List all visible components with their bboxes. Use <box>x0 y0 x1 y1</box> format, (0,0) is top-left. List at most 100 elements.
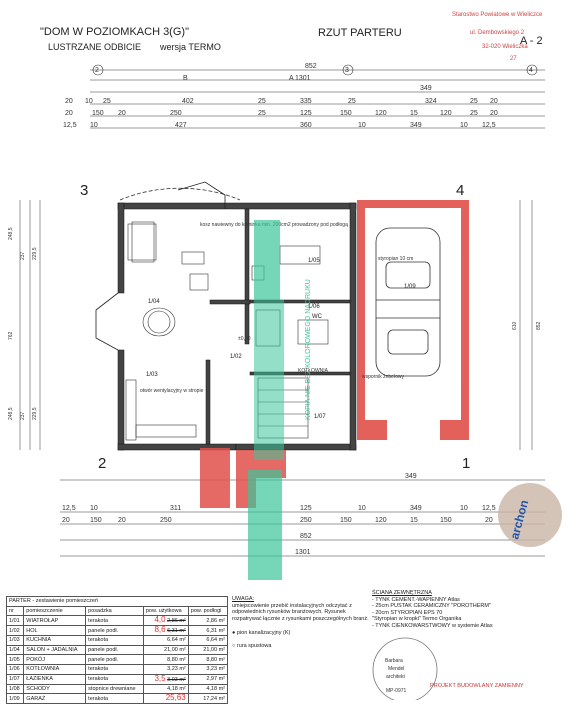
svg-text:10: 10 <box>358 122 366 129</box>
svg-text:Starostwo Powiatowe w Wieliczc: Starostwo Powiatowe w Wieliczce <box>452 12 543 18</box>
svg-text:Barbara: Barbara <box>385 658 403 664</box>
svg-text:852: 852 <box>305 63 317 70</box>
svg-text:12,5: 12,5 <box>482 505 496 512</box>
svg-text:12,5: 12,5 <box>482 122 496 129</box>
svg-text:852: 852 <box>300 533 312 540</box>
svg-text:3: 3 <box>345 67 349 74</box>
project-title: "DOM W POZIOMKACH 3(G)" <box>40 26 189 38</box>
svg-text:120: 120 <box>375 517 387 524</box>
svg-text:248,5: 248,5 <box>8 227 14 240</box>
sheet-number: A - 2 <box>520 35 543 47</box>
svg-text:229,5: 229,5 <box>32 407 38 420</box>
svg-text:25: 25 <box>258 110 266 117</box>
svg-text:12,5: 12,5 <box>62 505 76 512</box>
project-stamp: PROJEKT BUDOWLANY ZAMIENNY <box>430 683 524 689</box>
svg-text:237: 237 <box>20 251 26 260</box>
svg-text:20: 20 <box>485 517 493 524</box>
svg-text:10: 10 <box>460 505 468 512</box>
plan-name: RZUT PARTERU <box>318 27 402 39</box>
svg-text:1301: 1301 <box>295 75 311 82</box>
svg-text:25: 25 <box>258 98 266 105</box>
garage-walls <box>357 200 469 440</box>
svg-text:15: 15 <box>410 110 418 117</box>
svg-text:349: 349 <box>405 473 417 480</box>
terrace-arc <box>119 187 241 201</box>
svg-text:402: 402 <box>182 98 194 105</box>
wall-spec: ŚCIANA ZEWNĘTRZNA - TYNK CEMENT.-WAPIENN… <box>372 590 542 630</box>
bracket-note: wspornik żebelowy <box>362 374 404 380</box>
svg-text:229,5: 229,5 <box>32 247 38 260</box>
svg-text:20: 20 <box>62 517 70 524</box>
room-1-09: 1/09 <box>404 284 416 290</box>
svg-text:125: 125 <box>300 110 312 117</box>
svg-text:20: 20 <box>118 517 126 524</box>
svg-text:311: 311 <box>170 505 181 512</box>
svg-text:Mendel: Mendel <box>388 666 404 672</box>
room-1-02: 1/02 <box>230 354 242 360</box>
svg-text:27: 27 <box>510 56 517 62</box>
archon-logo: archon <box>498 483 562 547</box>
svg-text:20: 20 <box>490 98 498 105</box>
architect-stamp: Barbara Mendel architekt MP-0971 <box>372 637 438 700</box>
project-variant: wersja TERMO <box>159 42 221 52</box>
room-1-03: 1/03 <box>146 372 158 378</box>
svg-text:360: 360 <box>300 122 312 129</box>
svg-text:10: 10 <box>460 122 468 129</box>
house-walls <box>117 202 357 451</box>
svg-text:KOPIA NIE BEZ KOLOROWEGO NADRU: KOPIA NIE BEZ KOLOROWEGO NADRUKU <box>305 279 312 420</box>
axis-1-label: 1 <box>462 455 470 472</box>
side-dimensions: 248,5 237 229,5 762 248,5 237 229,5 610 … <box>8 200 542 450</box>
svg-text:25: 25 <box>103 98 111 105</box>
project-subtitle: LUSTRZANE ODBICIE <box>48 42 141 52</box>
legend-rura: ○ rura spustowa <box>232 642 272 649</box>
svg-text:237: 237 <box>20 411 26 420</box>
svg-text:852: 852 <box>536 321 542 330</box>
svg-text:150: 150 <box>92 110 104 117</box>
svg-text:architekt: architekt <box>386 674 406 680</box>
svg-text:150: 150 <box>90 517 102 524</box>
svg-text:25: 25 <box>470 98 478 105</box>
room-schedule-table: PARTER - zestawienie pomieszczeń nr pomi… <box>5 596 229 704</box>
svg-text:150: 150 <box>340 110 352 117</box>
svg-text:4: 4 <box>529 67 533 74</box>
svg-text:32-020 Wieliczka: 32-020 Wieliczka <box>482 44 528 50</box>
room-1-06: 1/06 <box>308 304 320 310</box>
svg-text:120: 120 <box>440 110 452 117</box>
axis-4-label: 4 <box>456 182 464 199</box>
notes-heading: UWAGA: <box>232 596 255 602</box>
level-mark: ±0,00 <box>238 336 251 342</box>
svg-text:10: 10 <box>90 505 98 512</box>
room-1-07: 1/07 <box>314 414 326 420</box>
table-heading: PARTER - zestawienie pomieszczeń <box>6 596 228 607</box>
notes-block: UWAGA: umiejscowienie przebić instalacyj… <box>232 596 370 650</box>
furniture <box>125 221 329 441</box>
room-1-04: 1/04 <box>148 299 160 305</box>
top-dimension-labels: 2 3 4 852 B 1301 A 349 20 10 25 402 25 3… <box>63 63 538 129</box>
svg-text:B: B <box>183 75 188 82</box>
svg-text:A: A <box>289 75 294 82</box>
bottom-dimensions <box>60 479 545 557</box>
svg-text:427: 427 <box>175 122 187 129</box>
svg-text:150: 150 <box>440 517 452 524</box>
car <box>375 227 441 377</box>
garage-insulation: styropian 10 cm <box>378 256 413 262</box>
authority-stamp: Starostwo Powiatowe w Wieliczce ul. Demb… <box>452 12 543 62</box>
svg-text:335: 335 <box>300 98 312 105</box>
svg-text:20: 20 <box>118 110 126 117</box>
svg-text:20: 20 <box>490 110 498 117</box>
room-wc: WC <box>312 314 323 320</box>
svg-text:250: 250 <box>160 517 172 524</box>
svg-text:610: 610 <box>512 321 518 330</box>
svg-text:120: 120 <box>375 110 387 117</box>
svg-text:20: 20 <box>65 110 73 117</box>
svg-text:ul. Dembowskiego 2: ul. Dembowskiego 2 <box>470 30 525 36</box>
axis-3-label: 3 <box>80 182 88 199</box>
svg-text:1301: 1301 <box>295 549 311 556</box>
